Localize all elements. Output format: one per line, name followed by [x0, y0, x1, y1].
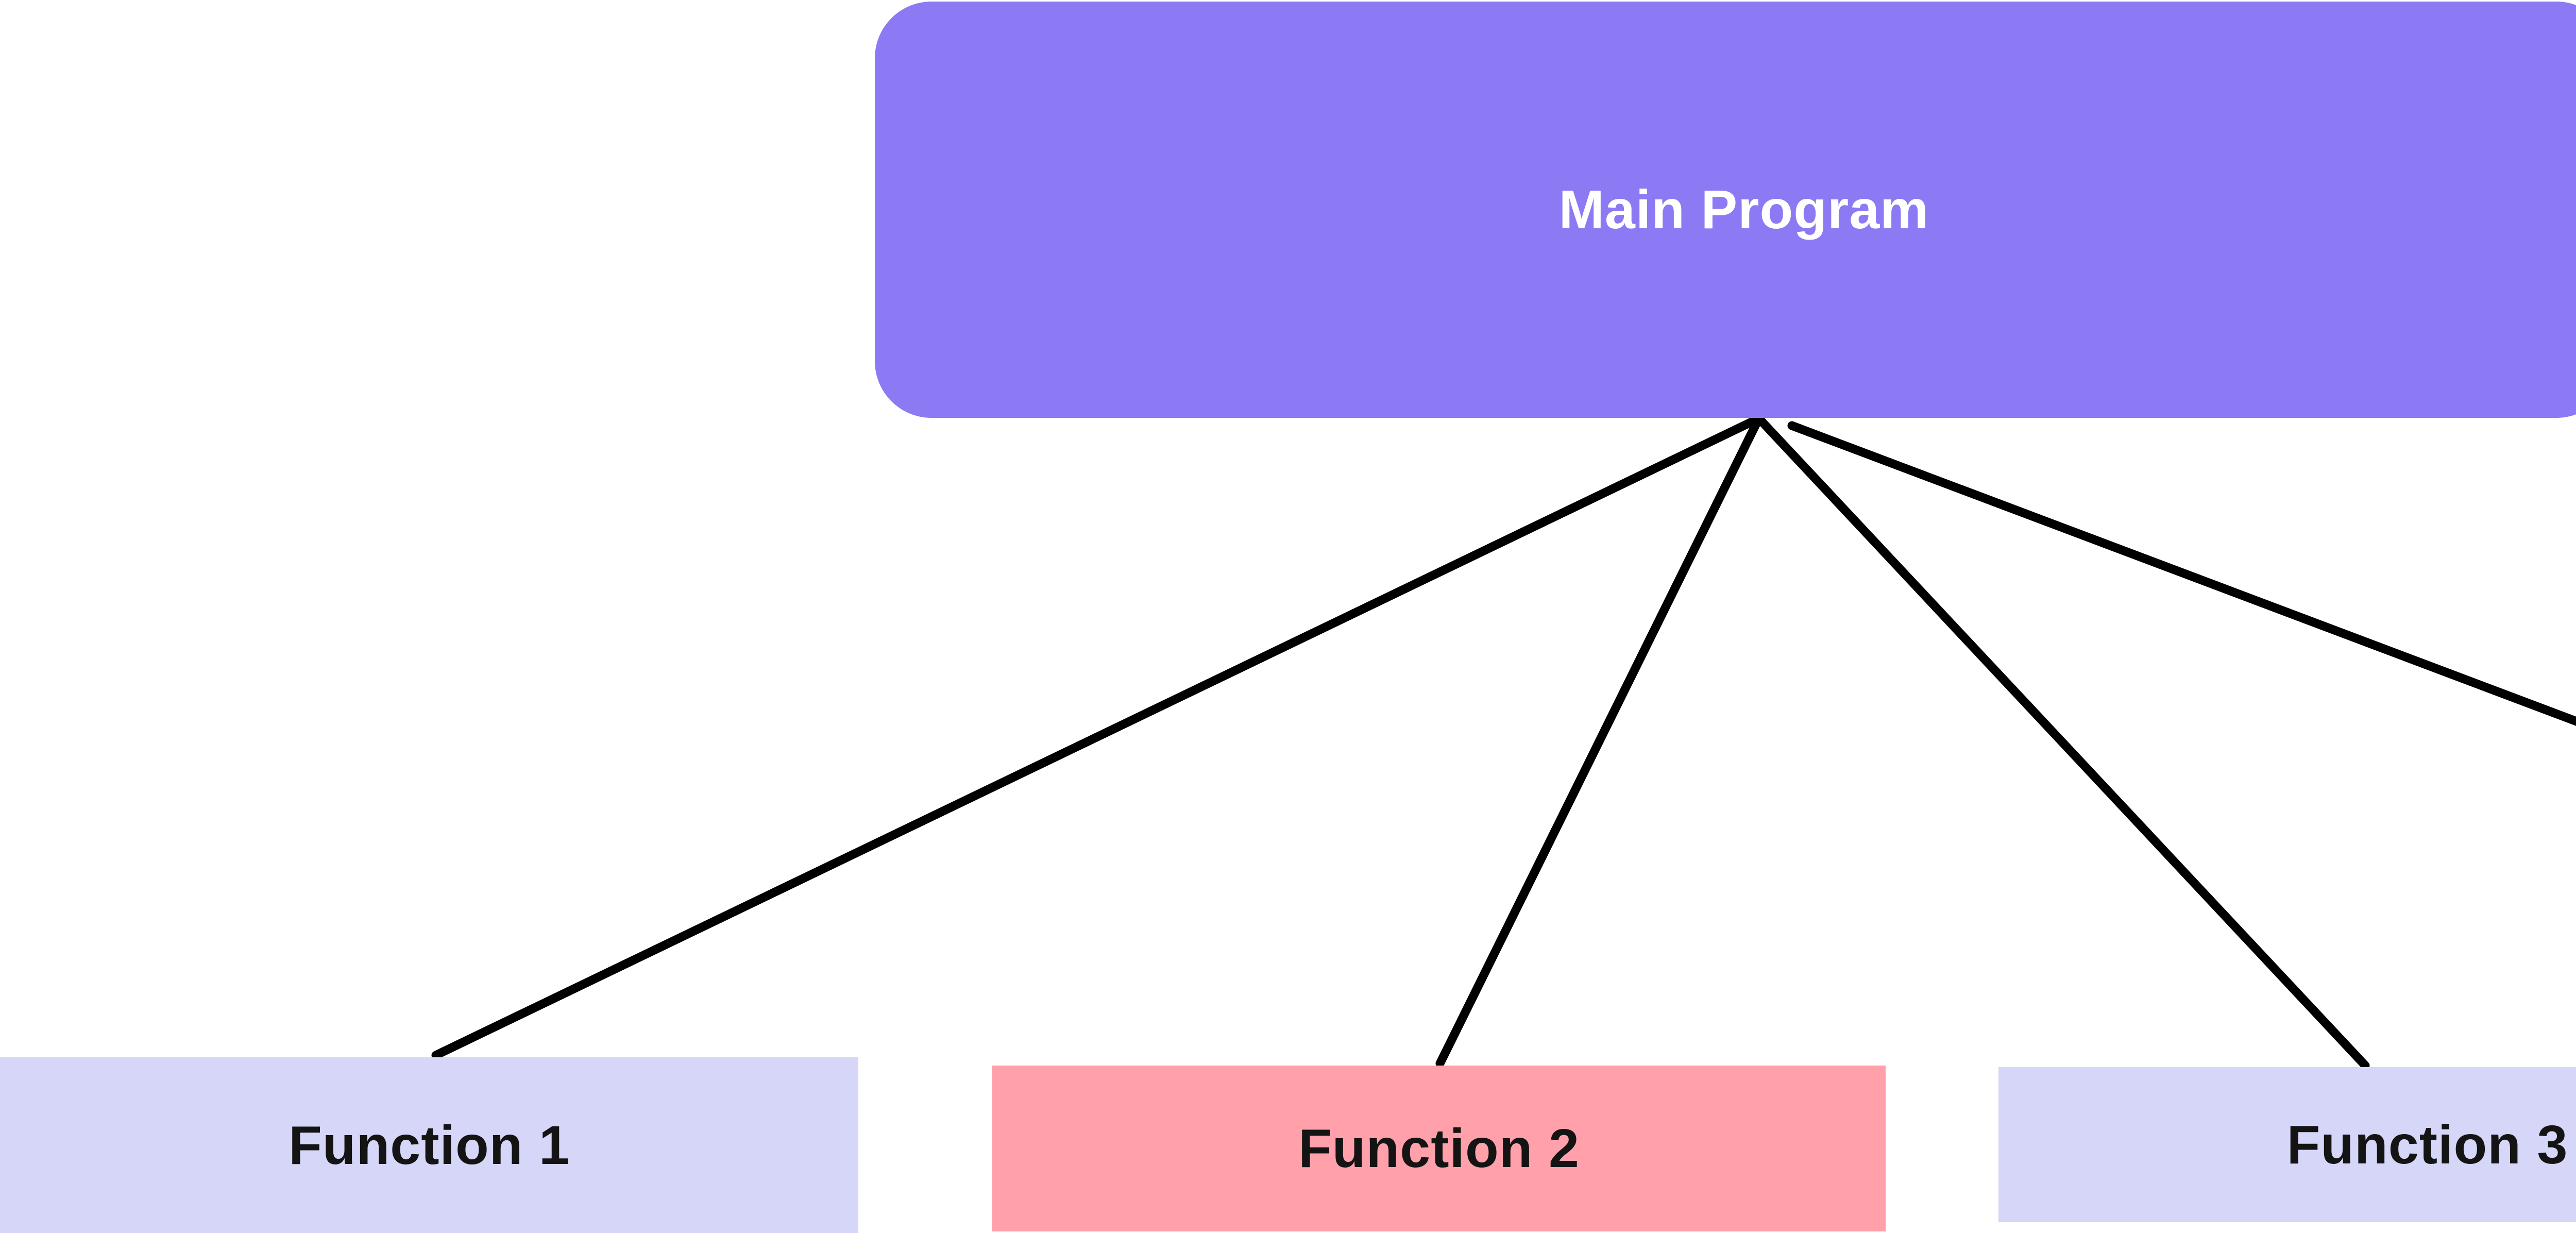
node-function-1: Function 1: [0, 1057, 858, 1233]
node-function-3-label: Function 3: [2286, 1114, 2568, 1175]
connector-main-to-function-2: [1435, 414, 1764, 1068]
node-main-program-label: Main Program: [1558, 179, 1929, 240]
node-function-2-label: Function 2: [1298, 1118, 1580, 1179]
node-function-1-label: Function 1: [289, 1114, 570, 1176]
connector-main-to-function-1: [431, 414, 1764, 1060]
connector-main-to-function-4: [1787, 421, 2576, 726]
node-main-program: Main Program: [875, 2, 2576, 418]
node-function-3: Function 3: [1998, 1067, 2576, 1222]
connector-main-to-function-3: [1754, 414, 2370, 1070]
node-function-2: Function 2: [992, 1066, 1886, 1231]
